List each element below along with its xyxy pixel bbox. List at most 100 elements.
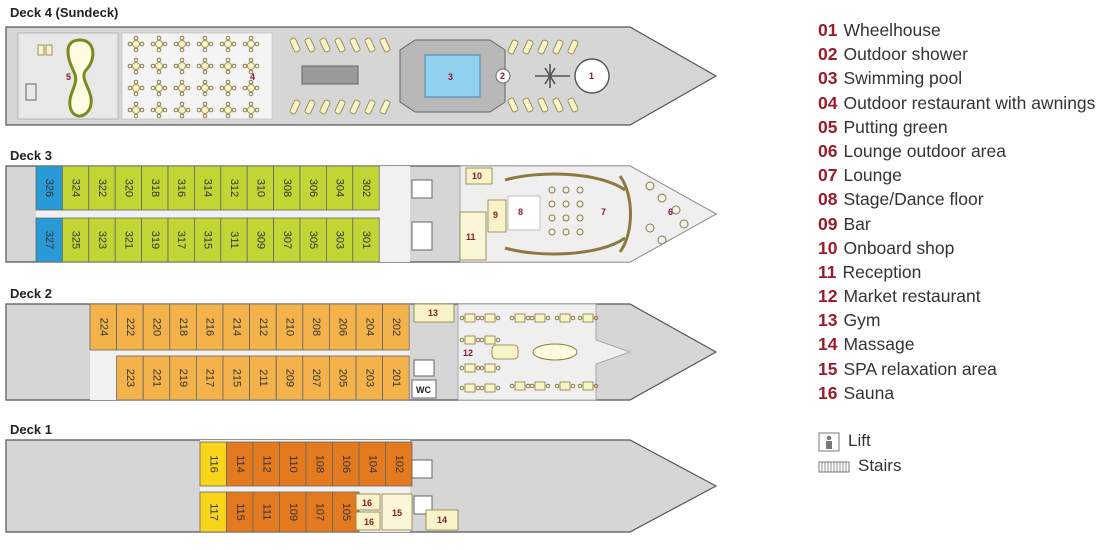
cabin-314[interactable] xyxy=(193,165,222,211)
cabin-223[interactable] xyxy=(116,355,144,401)
chair xyxy=(219,107,225,113)
cabin-number: 112 xyxy=(260,455,272,473)
cabin-212[interactable] xyxy=(249,303,277,351)
chair xyxy=(479,365,485,371)
cabin-315[interactable] xyxy=(193,217,222,263)
cabin-109[interactable] xyxy=(279,491,307,533)
chair xyxy=(37,44,45,56)
legend-text: Wheelhouse xyxy=(843,20,941,40)
cabin-218[interactable] xyxy=(169,303,197,351)
cabin-110[interactable] xyxy=(279,441,307,487)
deck4-stairs-icon xyxy=(25,83,37,101)
cabin-number: 223 xyxy=(124,369,136,387)
chair xyxy=(479,337,485,343)
cabin-221[interactable] xyxy=(142,355,171,401)
cabin-216[interactable] xyxy=(195,303,224,351)
cabin-311[interactable] xyxy=(220,217,248,263)
cabin-201[interactable] xyxy=(382,355,410,401)
lounger xyxy=(289,37,301,53)
cabin-210[interactable] xyxy=(275,303,304,351)
cabin-312[interactable] xyxy=(220,165,248,211)
cabin-327[interactable] xyxy=(35,217,63,263)
cabin-104[interactable] xyxy=(358,441,386,487)
cabin-323[interactable] xyxy=(88,217,116,263)
chair xyxy=(254,41,260,47)
lounge-chair xyxy=(562,214,570,222)
cabin-206[interactable] xyxy=(328,303,357,351)
outdoor-restaurant-tables xyxy=(127,35,260,119)
stairs-label: Stairs xyxy=(858,456,902,475)
chair xyxy=(231,63,237,69)
chair xyxy=(185,107,191,113)
cabin-325[interactable] xyxy=(62,217,90,263)
outdoor-chair xyxy=(645,181,655,191)
cabin-307[interactable] xyxy=(273,217,301,263)
lounger xyxy=(334,99,346,115)
cabin-302[interactable] xyxy=(352,165,380,211)
cabin-207[interactable] xyxy=(302,355,330,401)
cabin-112[interactable] xyxy=(252,441,280,487)
cabin-106[interactable] xyxy=(332,441,360,487)
outdoor-restaurant-zone xyxy=(121,32,273,120)
cabin-105[interactable] xyxy=(332,491,360,533)
cabin-115[interactable] xyxy=(226,491,254,533)
cabin-326[interactable] xyxy=(35,165,63,211)
cabin-108[interactable] xyxy=(305,441,333,487)
area-3-label: 3 xyxy=(448,72,453,82)
chair xyxy=(196,63,202,69)
cabin-308[interactable] xyxy=(273,165,301,211)
cabin-203[interactable] xyxy=(355,355,384,401)
cabin-number: 106 xyxy=(340,455,352,473)
cabin-222[interactable] xyxy=(116,303,144,351)
deck2-stairs-icon xyxy=(413,359,435,377)
chair xyxy=(173,85,179,91)
lounge-chair xyxy=(576,228,584,236)
cabin-215[interactable] xyxy=(222,355,251,401)
cabin-324[interactable] xyxy=(62,165,90,211)
chair xyxy=(150,41,156,47)
cabin-319[interactable] xyxy=(141,217,169,263)
chair xyxy=(150,63,156,69)
cabin-301[interactable] xyxy=(352,217,380,263)
deck3-lift-icon xyxy=(411,179,433,199)
lounger xyxy=(537,39,549,55)
chair xyxy=(179,47,185,53)
cabin-number: 304 xyxy=(334,179,346,197)
cabin-116[interactable] xyxy=(199,441,227,487)
chair xyxy=(254,85,260,91)
cabin-320[interactable] xyxy=(114,165,142,211)
cabin-number: 111 xyxy=(260,504,272,521)
cabin-219[interactable] xyxy=(169,355,197,401)
cabin-303[interactable] xyxy=(325,217,354,263)
cabin-305[interactable] xyxy=(299,217,327,263)
chair xyxy=(150,85,156,91)
cabin-205[interactable] xyxy=(328,355,357,401)
cabin-214[interactable] xyxy=(222,303,251,351)
lounger xyxy=(379,99,391,115)
chair xyxy=(248,101,254,107)
chair xyxy=(225,35,231,41)
lounger xyxy=(364,37,376,53)
chair xyxy=(202,69,208,75)
chair xyxy=(45,44,53,56)
cabin-202[interactable] xyxy=(382,303,410,351)
cabin-208[interactable] xyxy=(302,303,330,351)
lounger xyxy=(507,97,519,113)
cabin-117[interactable] xyxy=(199,491,227,533)
cabin-number: 115 xyxy=(234,503,246,521)
cabin-107[interactable] xyxy=(305,491,333,533)
cabin-220[interactable] xyxy=(142,303,171,351)
cabin-102[interactable] xyxy=(385,441,413,487)
chair xyxy=(495,365,501,371)
cabin-211[interactable] xyxy=(249,355,277,401)
cabin-316[interactable] xyxy=(167,165,195,211)
cabin-309[interactable] xyxy=(246,217,274,263)
cabin-number: 317 xyxy=(175,231,187,249)
cabin-304[interactable] xyxy=(325,165,354,211)
chair xyxy=(248,79,254,85)
dining-table xyxy=(464,383,476,393)
cabin-114[interactable] xyxy=(226,441,254,487)
